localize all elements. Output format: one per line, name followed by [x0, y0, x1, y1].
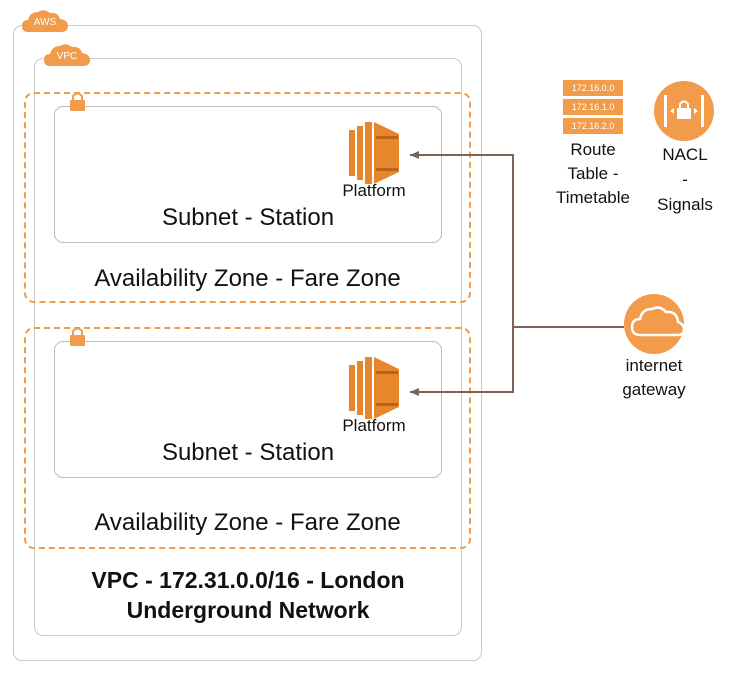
aws-badge-label: AWS	[33, 17, 57, 28]
route-table-entry-3: 172.16.2.0	[563, 118, 623, 134]
lock-icon-az1	[70, 92, 85, 111]
availability-zone-2	[24, 327, 471, 549]
nacl-icon	[654, 81, 714, 141]
aws-badge: AWS	[22, 15, 68, 33]
vpc-container	[34, 58, 462, 636]
ec2-instance-icon-2	[349, 357, 399, 419]
internet-gateway-label: internet gateway	[604, 354, 704, 402]
availability-zone-1	[24, 92, 471, 303]
route-table-entry-2: 172.16.1.0	[563, 99, 623, 115]
vpc-badge: VPC	[44, 49, 90, 67]
availability-zone-label-2: Availability Zone - Fare Zone	[94, 509, 401, 536]
vpc-badge-label: VPC	[56, 51, 78, 62]
internet-gateway-label-line-1: internet	[625, 356, 683, 375]
availability-zone-label-1: Availability Zone - Fare Zone	[94, 265, 401, 292]
nacl-label-line-1: NACL	[662, 145, 708, 164]
vpc-label: VPC - 172.31.0.0/16 - London Underground…	[34, 565, 462, 625]
nacl-label: NACL - Signals	[640, 142, 730, 217]
subnet-label-1: Subnet - Station	[161, 204, 335, 231]
ec2-instance-icon-1	[349, 122, 399, 184]
route-table-label-line-1: Route	[570, 140, 616, 159]
connector-igw-to-platform-1	[410, 151, 624, 328]
aws-cloud-icon	[22, 10, 68, 33]
route-table-label-line-3: Timetable	[555, 188, 630, 207]
route-table-icon: 172.16.0.0 172.16.1.0 172.16.2.0	[563, 80, 623, 136]
instance-label-1: Platform	[342, 181, 406, 200]
internet-gateway-label-line-2: gateway	[622, 380, 686, 399]
route-table-label-line-2: Table -	[567, 164, 619, 183]
connector-igw-to-platform-2	[410, 327, 514, 396]
route-table-entry-1: 172.16.0.0	[563, 80, 623, 96]
lock-icon-az2	[70, 327, 85, 346]
aws-cloud-container	[13, 25, 482, 661]
vpc-label-line-2: Underground Network	[126, 597, 370, 623]
internet-gateway-icon	[624, 294, 686, 354]
nacl-label-line-2: -	[682, 170, 688, 189]
vpc-label-line-1: VPC - 172.31.0.0/16 - London	[91, 567, 405, 593]
subnet-label-2: Subnet - Station	[161, 439, 335, 466]
instance-label-2: Platform	[342, 416, 406, 435]
vpc-cloud-icon	[44, 44, 90, 66]
nacl-label-line-3: Signals	[657, 195, 713, 214]
route-table-label: Route Table - Timetable	[543, 138, 643, 210]
